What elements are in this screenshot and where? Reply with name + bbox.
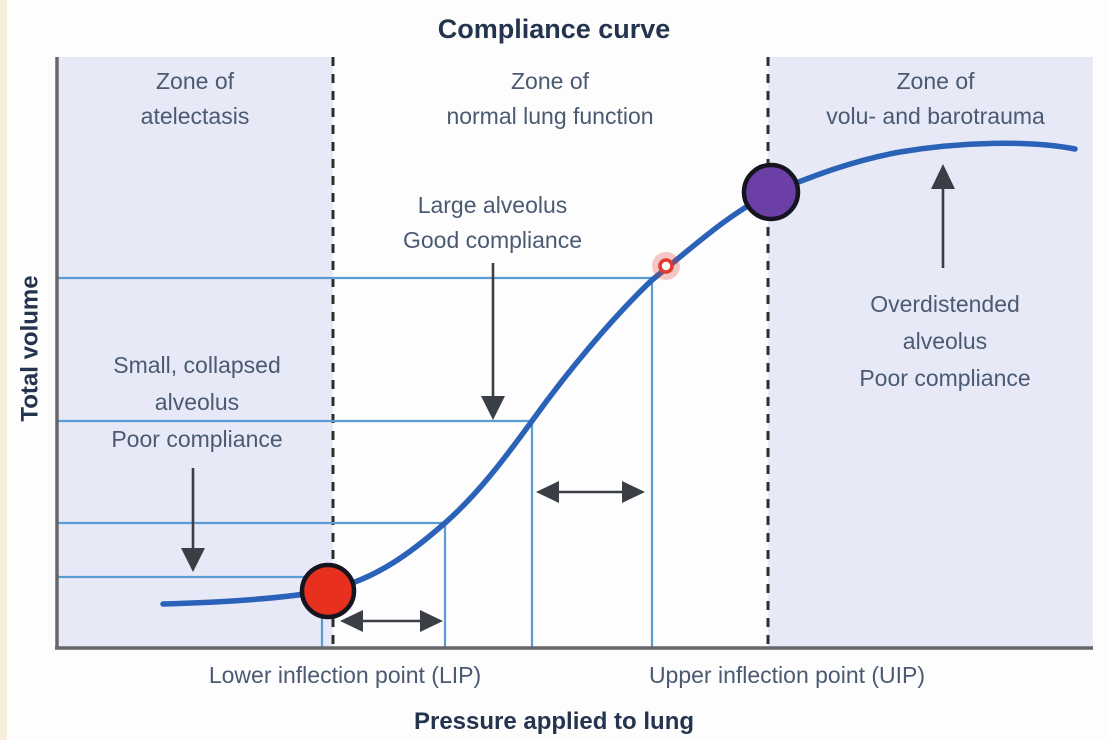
down-arrow-small-alveolus (181, 468, 205, 572)
reference-lines (58, 276, 654, 647)
down-arrow-large-alveolus (481, 263, 505, 420)
up-arrow-overdistended (931, 164, 955, 268)
purple-dot-marker[interactable] (741, 162, 801, 222)
annotation-overdistended: Overdistended alveolus Poor compliance (859, 291, 1031, 391)
zone-barotrauma-region (768, 57, 1093, 647)
zone-label-barotrauma: Zone of volu- and barotrauma (826, 68, 1045, 129)
y-axis-title: Total volume (16, 275, 44, 422)
click-ring-uip-marker (652, 252, 680, 280)
page-edge-strip (0, 0, 7, 740)
double-arrow-lip-span (340, 610, 443, 632)
red-dot-lip-marker[interactable] (299, 562, 357, 620)
chart-title: Compliance curve (437, 14, 671, 44)
annotation-small-alveolus: Small, collapsed alveolus Poor complianc… (111, 352, 283, 452)
annotation-large-alveolus: Large alveolus Good compliance (403, 192, 582, 253)
double-arrow-uip-span (536, 481, 645, 503)
x-axis-title: Pressure applied to lung (413, 708, 695, 735)
uip-axis-label: Upper inflection point (UIP) (648, 662, 926, 688)
zone-label-normal-lung: Zone of normal lung function (446, 68, 654, 129)
lip-axis-label: Lower inflection point (LIP) (208, 662, 482, 688)
zone-label-atelectasis: Zone of atelectasis (140, 68, 250, 129)
